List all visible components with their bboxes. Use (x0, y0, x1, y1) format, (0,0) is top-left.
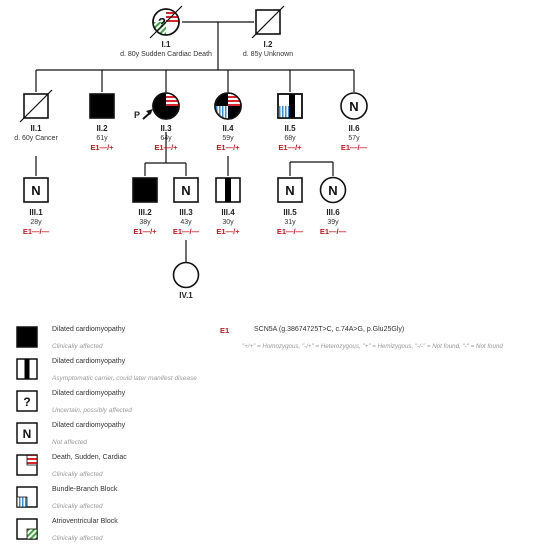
symbol-mark: N (181, 183, 190, 198)
legend-item-av-block: Atrioventricular Block Clinically affect… (16, 518, 216, 550)
gene-description: SCN5A (g.38674725T>C, c.74A>G, p.Glu25Gl… (254, 326, 405, 333)
individual-II-6: N II.6 57y E1—/— (340, 92, 368, 152)
genotype-label: E1—/— (173, 227, 200, 236)
individual-info: d. 60y Cancer (14, 135, 58, 142)
individual-label: II.5 (284, 124, 296, 133)
genotype-label: E1—/— (277, 227, 304, 236)
legend-title: Dilated cardiomyopathy (52, 390, 126, 397)
genotype-label: E1—/+ (133, 227, 157, 236)
individual-info: 43y (180, 219, 192, 226)
genotype-label: E1—/+ (278, 143, 302, 152)
individual-info: 59y (222, 135, 234, 142)
individual-label: IV.1 (179, 291, 193, 300)
gene-id: E1 (220, 326, 230, 335)
legend-item-dcm-not-affected: N Dilated cardiomyopathy Not affected (16, 422, 216, 454)
legend-item-dcm-affected: Dilated cardiomyopathy Clinically affect… (16, 326, 216, 358)
individual-label: III.3 (179, 208, 193, 217)
individual-info: 61y (96, 135, 108, 142)
legend-title: Bundle-Branch Block (52, 486, 118, 493)
genotype-label: E1—/— (341, 143, 368, 152)
individual-label: III.1 (29, 208, 43, 217)
genotype-label: E1—/+ (90, 143, 114, 152)
individual-info: d. 85y Unknown (243, 51, 293, 58)
symbol-mark: N (31, 183, 40, 198)
individual-label: III.5 (283, 208, 297, 217)
genotype-label: E1—/— (320, 227, 347, 236)
individual-info: 38y (139, 219, 151, 226)
individual-label: II.1 (30, 124, 42, 133)
legend-subtitle: Clinically affected (52, 471, 103, 478)
individual-label: III.4 (221, 208, 235, 217)
legend-title: Dilated cardiomyopathy (52, 358, 126, 365)
individual-III-2: III.2 38y E1—/+ (132, 177, 158, 236)
individual-label: I.1 (162, 40, 171, 49)
carrier-square-icon (16, 358, 38, 380)
legend-subtitle: Uncertain, possibly affected (52, 407, 132, 414)
legend-title: Dilated cardiomyopathy (52, 326, 126, 333)
legend-mark: ? (23, 395, 30, 409)
legend-title: Atrioventricular Block (52, 518, 118, 525)
legend-title: Dilated cardiomyopathy (52, 422, 126, 429)
symbol-mark: N (349, 99, 358, 114)
individual-info: 68y (284, 135, 296, 142)
symbol-mark: ? (158, 15, 166, 30)
individual-I-2: I.2 d. 85y Unknown (243, 5, 293, 58)
individual-info: 57y (348, 135, 360, 142)
individual-label: II.3 (160, 124, 172, 133)
individual-label: I.2 (264, 40, 273, 49)
genotype-notes: "+/+" = Homozygous, "-/+" = Heterozygous… (242, 343, 503, 350)
individual-II-4: II.4 59y E1—/+ (214, 92, 242, 152)
individual-I-1: ? I.1 d. 80y Sudden Cardiac Death (120, 5, 212, 58)
individual-III-3: N III.3 43y E1—/— (173, 177, 200, 236)
symbol-mark: N (328, 183, 337, 198)
legend-subtitle: Clinically affected (52, 503, 103, 510)
pedigree-lines (35, 21, 355, 262)
green-quadrant-icon (16, 518, 38, 540)
question-square-icon: ? (16, 390, 38, 412)
individual-label: II.2 (96, 124, 108, 133)
legend-title: Death, Sudden, Cardiac (52, 454, 127, 461)
proband-label: P (134, 110, 140, 120)
legend-subtitle: Clinically affected (52, 535, 103, 542)
genotype-label: E1—/+ (154, 143, 178, 152)
genotype-label: E1—/+ (216, 227, 240, 236)
legend-item-sudden-cardiac-death: Death, Sudden, Cardiac Clinically affect… (16, 454, 216, 486)
legend-item-dcm-carrier: Dilated cardiomyopathy Asymptomatic carr… (16, 358, 216, 390)
legend-item-dcm-uncertain: ? Dilated cardiomyopathy Uncertain, poss… (16, 390, 216, 422)
blue-quadrant-icon (16, 486, 38, 508)
individual-label: II.6 (348, 124, 360, 133)
legend-item-bundle-branch-block: Bundle-Branch Block Clinically affected (16, 486, 216, 518)
proband-indicator: P (134, 109, 153, 120)
individual-II-3: II.3 64y E1—/+ (152, 92, 180, 152)
individual-label: III.2 (138, 208, 152, 217)
individual-label: III.6 (326, 208, 340, 217)
individual-II-1: II.1 d. 60y Cancer (14, 89, 58, 142)
individual-info: d. 80y Sudden Cardiac Death (120, 51, 212, 58)
individual-II-2: II.2 61y E1—/+ (89, 93, 115, 152)
individual-info: 39y (327, 219, 339, 226)
legend-subtitle: Clinically affected (52, 343, 103, 350)
legend-subtitle: Asymptomatic carrier, could later manife… (52, 375, 197, 382)
individual-III-1: N III.1 28y E1—/— (23, 177, 50, 236)
n-square-icon: N (16, 422, 38, 444)
individual-III-4: III.4 30y E1—/+ (215, 177, 241, 236)
filled-square-icon (16, 326, 38, 348)
symbol-mark: N (285, 183, 294, 198)
legend-subtitle: Not affected (52, 439, 88, 446)
genotype-label: E1—/— (23, 227, 50, 236)
individual-info: 28y (30, 219, 42, 226)
individual-IV-1: IV.1 (172, 261, 200, 300)
individual-III-6: N III.6 39y E1—/— (319, 176, 347, 236)
individual-info: 30y (222, 219, 234, 226)
red-quadrant-icon (16, 454, 38, 476)
individual-info: 31y (284, 219, 296, 226)
genotype-label: E1—/+ (216, 143, 240, 152)
individual-info: 64y (160, 135, 172, 142)
individual-label: II.4 (222, 124, 234, 133)
legend-mark: N (23, 427, 32, 441)
individual-II-5: II.5 68y E1—/+ (277, 93, 303, 152)
pedigree-chart: ? I.1 d. 80y Sudden Cardiac Death I.2 d.… (14, 5, 368, 300)
proband-arrow-icon (146, 109, 153, 115)
individual-III-5: N III.5 31y E1—/— (277, 177, 304, 236)
